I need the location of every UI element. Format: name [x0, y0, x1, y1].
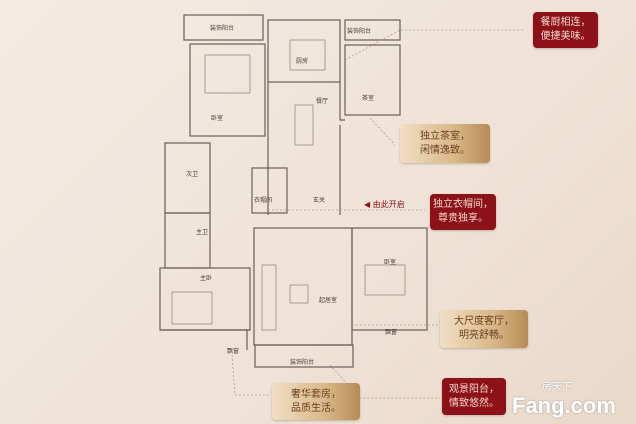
room-label-closet: 衣帽间: [254, 197, 273, 204]
room-label-second-bath: 次卫: [186, 171, 199, 178]
kitchen-walls: [267, 19, 341, 83]
arrow-left-icon: ◀: [364, 200, 371, 209]
bed-master: [171, 291, 213, 325]
room-label-bedroom-right: 卧室: [384, 259, 397, 266]
callout-line: 尊贵独享。: [438, 213, 488, 224]
coffee-table: [289, 284, 309, 304]
closet-walls: [251, 167, 288, 214]
room-label-foyer: 玄关: [313, 197, 326, 204]
balcony-top-left: [183, 14, 264, 41]
room-label-dining: 餐厅: [316, 98, 329, 105]
dining-walls: [267, 82, 345, 215]
room-label-living-room: 起居室: [319, 297, 338, 304]
room-label-balcony-top-right: 装饰阳台: [347, 28, 372, 35]
callout-line: 品质生活。: [291, 402, 341, 414]
watermark-en: Fang.com: [512, 393, 616, 418]
leader-line: [329, 364, 440, 399]
watermark-logo: 房天下 Fang.com: [512, 382, 616, 419]
callout-tea-room: 独立茶室， 闲情逸致。: [400, 124, 490, 163]
callout-balcony: 观景阳台， 情致悠然。: [442, 378, 506, 415]
entrance-label: 由此开启: [372, 200, 405, 209]
room-label-master-bedroom: 主卧: [200, 275, 213, 282]
master-bath-walls: [164, 212, 211, 269]
room-label-bay-window-left: 飘窗: [227, 348, 240, 355]
callout-master-suite: 奢华套房， 品质生活。: [272, 383, 360, 420]
bedroom-top-walls: [189, 43, 266, 137]
room-label-balcony-top-left: 装饰阳台: [210, 25, 235, 32]
callout-living-room: 大尺度客厅， 明亮舒畅。: [440, 310, 528, 348]
sofa: [261, 264, 277, 331]
balcony-bottom: [254, 344, 354, 368]
watermark-cn: 房天下: [542, 382, 572, 393]
balcony-top-right: [344, 19, 401, 41]
leader-line: [344, 29, 525, 61]
kitchen-counter: [289, 39, 326, 71]
room-label-bay-window-right: 飘窗: [385, 329, 398, 336]
leader-line: [369, 117, 396, 146]
dining-table: [294, 104, 314, 146]
room-label-balcony-bottom: 装饰阳台: [290, 359, 315, 366]
callout-line: 观景阳台，: [449, 383, 499, 395]
callout-line: 奢华套房，: [291, 388, 341, 400]
callout-line: 明亮舒畅。: [459, 330, 509, 341]
tea-room-walls: [344, 44, 401, 116]
room-label-bedroom-top: 卧室: [211, 115, 224, 122]
second-bath-walls: [164, 142, 211, 214]
bay-window-wall: [160, 329, 250, 350]
entrance-marker: ◀ 由此开启: [364, 199, 405, 210]
callout-line: 便捷美味。: [540, 31, 591, 42]
callout-closet: 独立衣帽间， 尊贵独享。: [430, 194, 496, 230]
callout-line: 餐厨相连，: [540, 17, 591, 28]
bed-top: [204, 54, 251, 94]
room-label-kitchen: 厨房: [296, 58, 309, 65]
callout-kitchen-dining: 餐厨相连， 便捷美味。: [533, 12, 598, 48]
room-label-master-bath: 主卫: [196, 229, 209, 236]
callout-line: 独立茶室，: [420, 130, 470, 142]
room-label-tea-room: 茶室: [362, 95, 375, 102]
bed-right: [364, 264, 406, 296]
living-walls: [253, 227, 353, 346]
callout-line: 独立衣帽间，: [433, 199, 493, 210]
callout-line: 大尺度客厅，: [454, 316, 514, 327]
callout-line: 闲情逸致。: [420, 144, 470, 156]
leader-line: [231, 354, 270, 396]
bedroom-right-walls: [351, 227, 428, 331]
callout-line: 情致悠然。: [449, 397, 499, 409]
